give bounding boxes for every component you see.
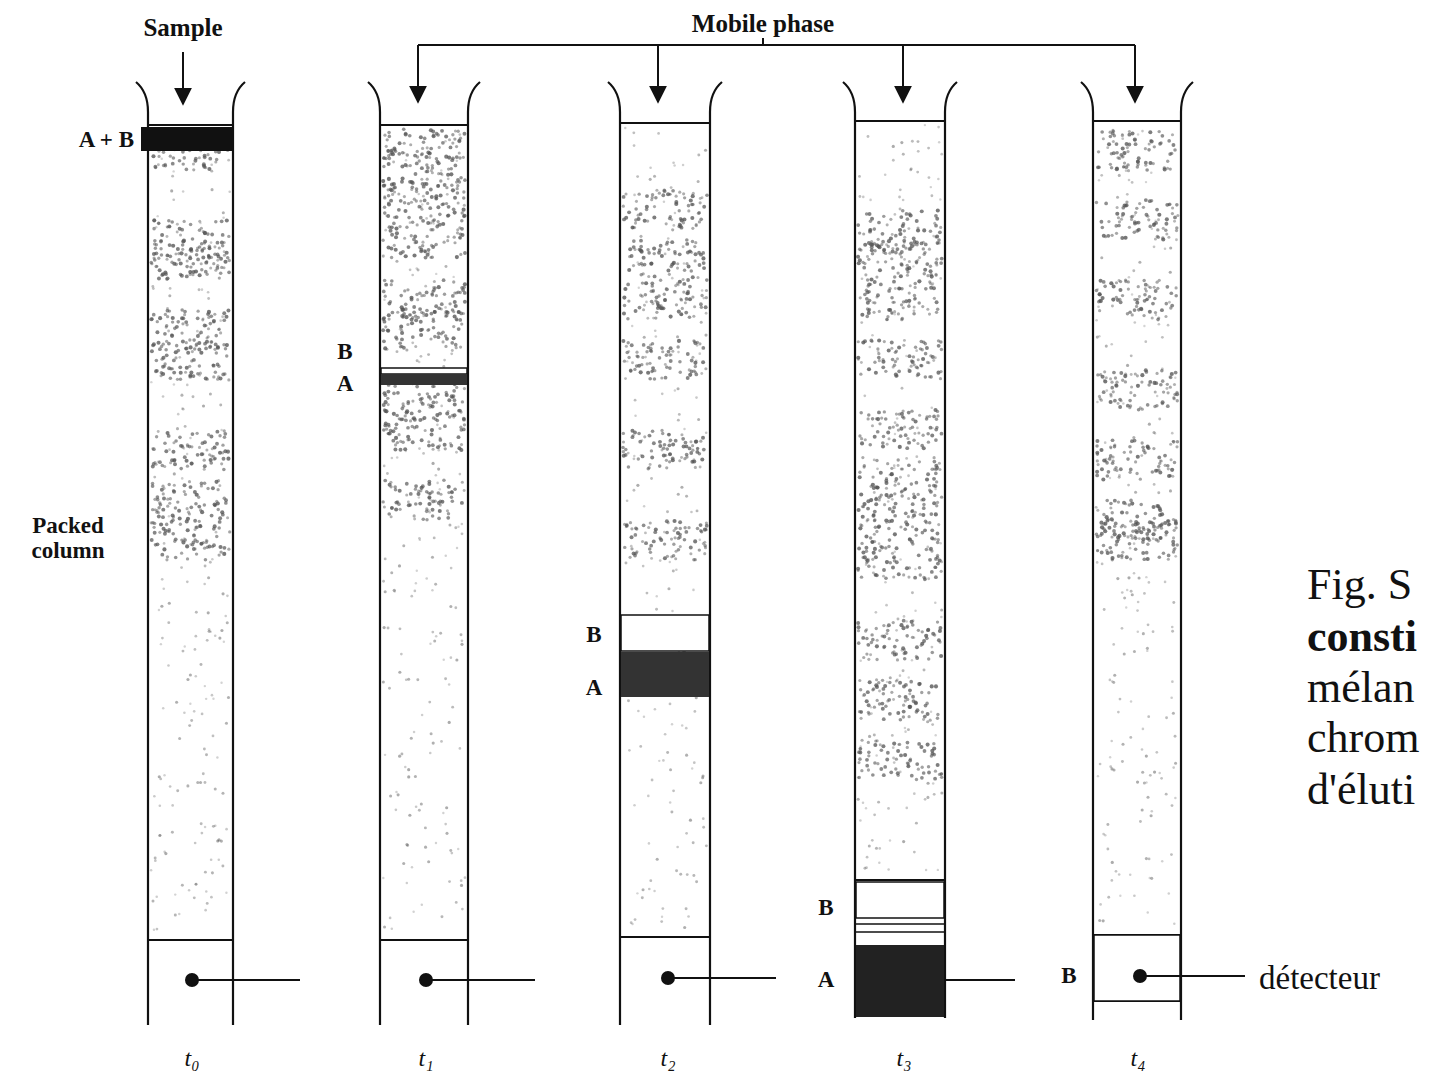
band-label: A <box>586 675 603 700</box>
band-label: B <box>337 339 352 364</box>
time-label: t₁ <box>418 1045 433 1071</box>
band-label: B <box>818 895 833 920</box>
column-tube <box>368 82 480 1025</box>
mobile-phase-bracket <box>418 38 1135 102</box>
mobile-phase: Mobile phase <box>692 10 834 38</box>
figure-caption: Fig. S <box>1307 561 1412 609</box>
detector-label: détecteur <box>1259 960 1380 996</box>
figure-caption: consti <box>1307 613 1417 661</box>
figure-caption: chrom <box>1307 714 1419 762</box>
time-label: t₄ <box>1130 1045 1145 1071</box>
figure-caption: d'éluti <box>1307 766 1415 814</box>
band-label: B <box>586 622 601 647</box>
column-tube <box>136 82 245 1025</box>
column-tube <box>608 82 722 1025</box>
time-label: t₂ <box>660 1045 675 1071</box>
sample-arrow <box>182 52 184 104</box>
column-tube <box>1081 82 1193 1020</box>
band-label: A <box>337 371 354 396</box>
band-label: A <box>818 967 835 992</box>
column-label: Packed column <box>8 513 128 564</box>
band-label: A + B <box>79 127 134 152</box>
column-tube <box>843 82 957 1018</box>
figure-caption: mélan <box>1307 664 1415 712</box>
sample: Sample <box>143 14 222 42</box>
time-label: t₀ <box>184 1045 199 1071</box>
time-label: t₃ <box>896 1045 911 1071</box>
detector-symbol <box>186 970 1245 986</box>
solute-bands <box>141 127 1180 1017</box>
band-label: B <box>1061 963 1076 988</box>
